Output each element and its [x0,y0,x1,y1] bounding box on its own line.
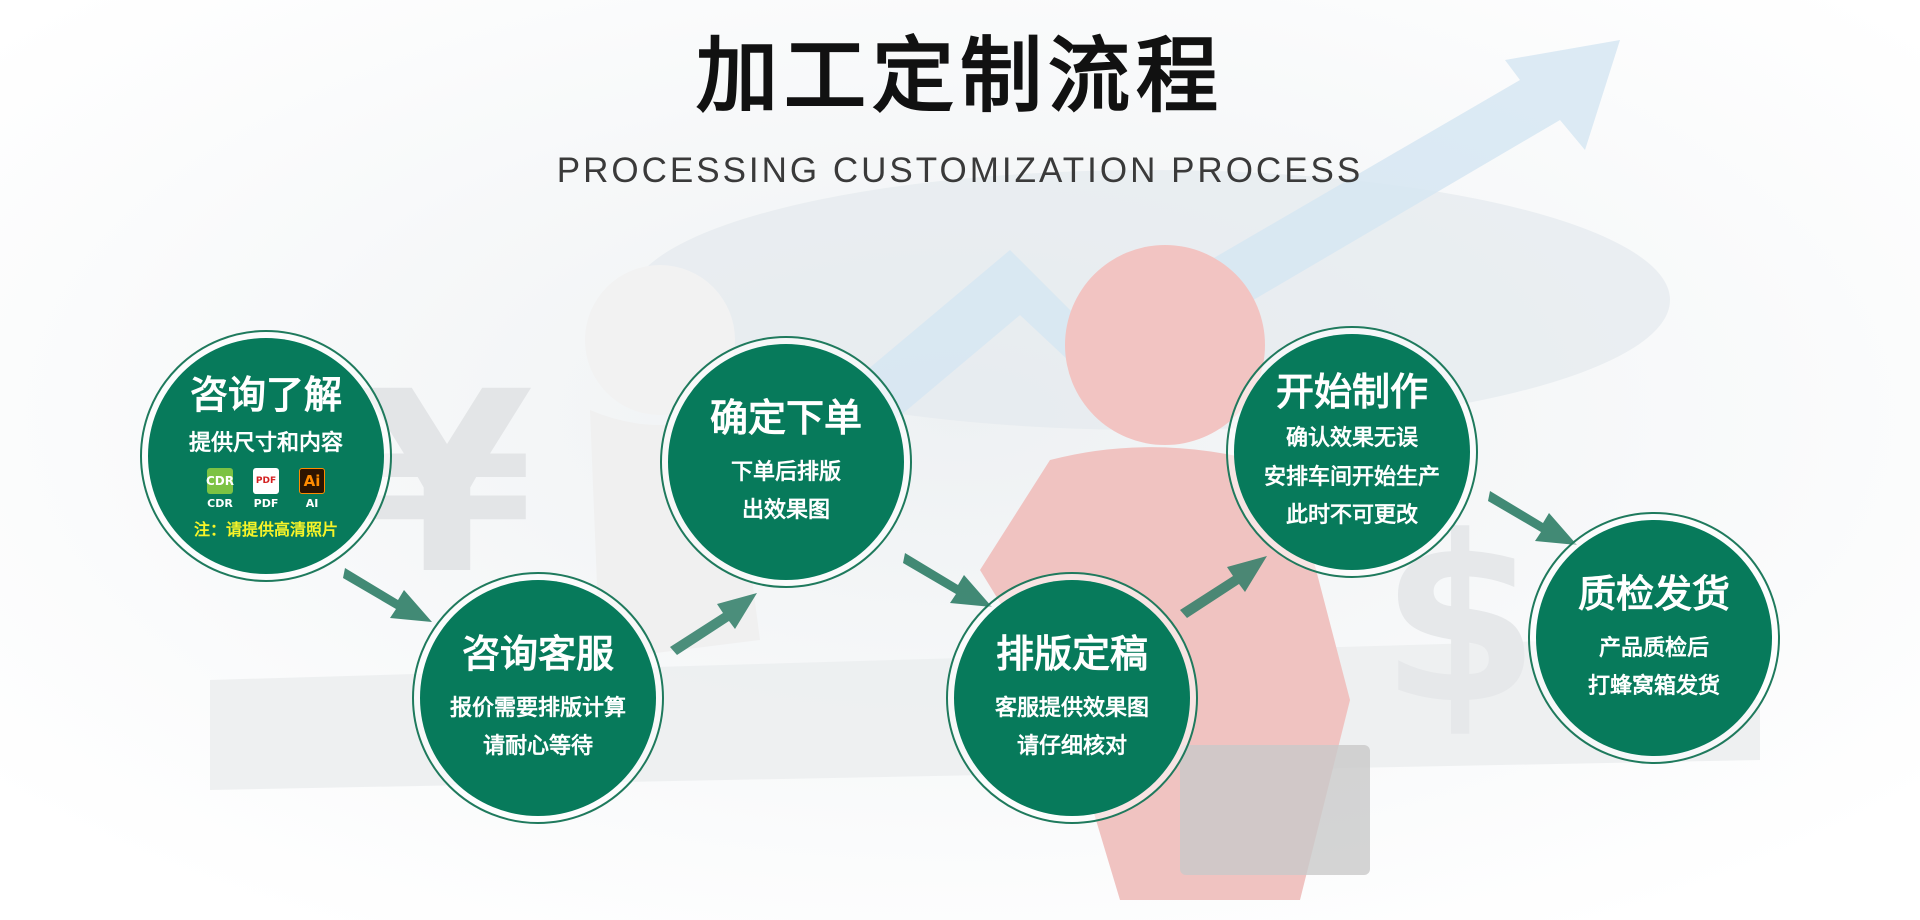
step-description: 报价需要排版计算 [449,696,626,722]
page-subtitle: PROCESSING CUSTOMIZATION PROCESS [556,151,1364,190]
file-type-label: CDR [207,497,233,511]
file-type-icons: CDR CDR PDF PDF Ai AI [206,468,325,511]
step-description: 客服提供效果图 [994,696,1149,722]
step-title: 咨询客服 [461,631,614,676]
step-description: 下单后排版 [730,460,841,486]
step-description: 此时不可更改 [1285,503,1418,528]
cdr-file-icon: CDR CDR [206,468,234,511]
arrow-step4-to-step5 [1180,556,1267,618]
step-title: 开始制作 [1275,369,1428,414]
step-title: 确定下单 [709,395,862,440]
ai-file-icon: Ai AI [299,468,325,510]
step-description: 产品质检后 [1598,636,1709,662]
step-description: 请仔细核对 [1016,733,1127,759]
ai-icon: Ai [299,468,325,495]
step-start-production: 开始制作 确认效果无误 安排车间开始生产 此时不可更改 [1226,326,1478,578]
step-layout-finalize: 排版定稿 客服提供效果图 请仔细核对 [946,572,1198,824]
step-title: 质检发货 [1577,571,1730,616]
cdr-icon: CDR [206,468,234,495]
photo-note: 注：请提供高清照片 [193,520,338,540]
growth-arrow-shape [760,40,1620,500]
step-description: 打蜂窝箱发货 [1587,673,1720,699]
red-figure-head [1065,245,1265,445]
arrow-step3-to-step4 [903,553,992,607]
step-description: 提供尺寸和内容 [188,431,343,457]
pdf-icon: PDF [253,468,279,495]
step-title: 排版定稿 [995,631,1148,676]
step-inspect-ship: 质检发货 产品质检后 打蜂窝箱发货 [1528,512,1780,764]
step-description: 确认效果无误 [1285,426,1418,451]
step-description: 请耐心等待 [482,733,593,759]
arrow-step1-to-step2 [343,568,432,622]
pdf-file-icon: PDF PDF [253,468,279,510]
arrow-step2-to-step3 [670,593,757,655]
step-consult-understand: 咨询了解 提供尺寸和内容 CDR CDR PDF PDF Ai AI 注：请提供… [140,330,392,582]
step-consult-service: 咨询客服 报价需要排版计算 请耐心等待 [412,572,664,824]
step-confirm-order: 确定下单 下单后排版 出效果图 [660,336,912,588]
file-type-label: AI [305,497,319,511]
page-title: 加工定制流程 [695,29,1224,124]
step-title: 咨询了解 [189,372,342,417]
briefcase-shape [1180,745,1370,875]
step-description: 安排车间开始生产 [1263,464,1440,490]
arrow-step5-to-step6 [1488,491,1577,545]
step-description: 出效果图 [741,497,830,523]
file-type-label: PDF [253,497,279,511]
